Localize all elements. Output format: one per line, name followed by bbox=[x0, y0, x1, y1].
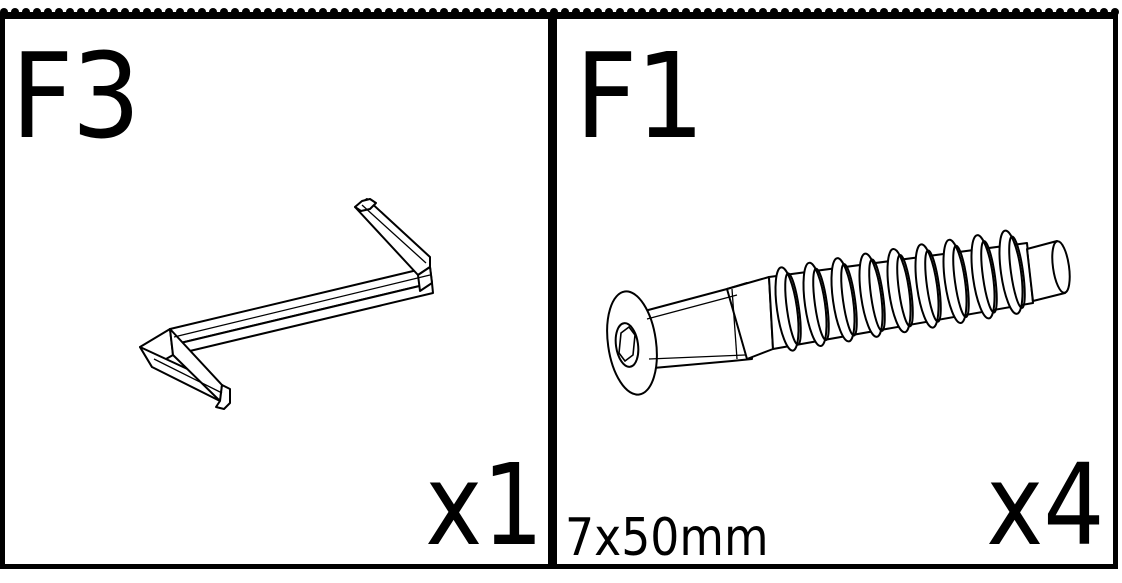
size-label: 7x50mm bbox=[565, 508, 769, 568]
quantity-label: x4 bbox=[986, 441, 1105, 571]
hex-key-icon bbox=[139, 198, 434, 410]
connector-screw-icon bbox=[606, 229, 1071, 396]
part-panel-f1: F1 7x50mm x4 bbox=[548, 14, 1118, 569]
part-code-label: F3 bbox=[11, 27, 141, 165]
quantity-label: x1 bbox=[425, 441, 544, 571]
part-code-label: F1 bbox=[575, 27, 705, 165]
part-panel-f3: F3 x1 bbox=[0, 14, 552, 569]
